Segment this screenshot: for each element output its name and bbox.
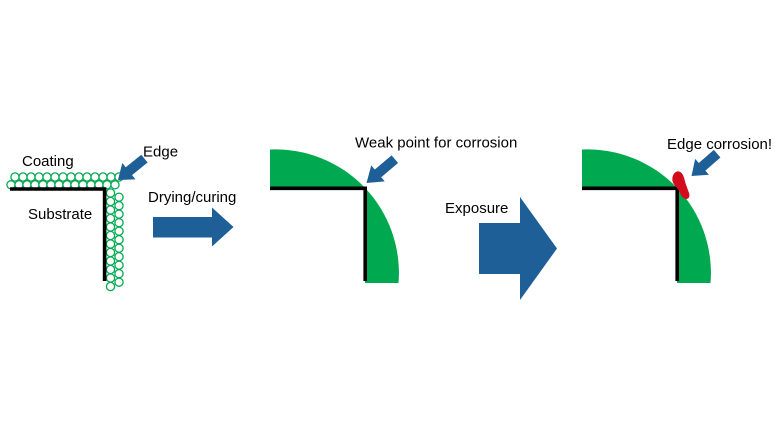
weak-point-label: Weak point for corrosion (355, 135, 517, 152)
edge-corrosion-label: Edge corrosion! (667, 136, 772, 153)
coating-particle (105, 196, 116, 207)
coating-particle (10, 172, 20, 182)
coating-particle (114, 226, 124, 236)
coating-particle (105, 213, 116, 224)
coating-particle (58, 172, 68, 182)
coating-particle (114, 243, 124, 253)
transition-drying-curing: Drying/curing (148, 189, 236, 247)
coating-particle (114, 217, 124, 228)
panel-edge-corrosion: Edge corrosion! (582, 136, 772, 283)
coating-particle (50, 172, 60, 182)
drying-curing-arrow-icon (153, 207, 234, 247)
coating-particle (114, 251, 124, 262)
coating-particle (105, 247, 116, 258)
edge-pointer-arrow-icon (118, 154, 148, 180)
coating-particle (42, 172, 52, 182)
coating-particle (114, 277, 124, 287)
coating-particle (34, 172, 44, 182)
coating-particle (105, 281, 116, 292)
coating-particle (105, 230, 116, 241)
substrate-corner-line (582, 186, 679, 281)
edge-label: Edge (143, 144, 178, 161)
drying-curing-label: Drying/curing (148, 189, 236, 206)
substrate-corner-line (10, 187, 107, 281)
coating-particle (18, 172, 28, 182)
transition-exposure: Exposure (445, 197, 557, 300)
coating-particle (114, 192, 124, 202)
exposure-arrow-icon (479, 197, 557, 300)
coating-particle (114, 260, 124, 270)
coating-particle (82, 172, 92, 182)
coating-particle (74, 172, 84, 182)
substrate-corner-line (270, 186, 367, 281)
coating-particle (110, 180, 120, 190)
corrosion-blob (672, 171, 690, 200)
exposure-label: Exposure (445, 200, 508, 217)
edge-corrosion-pointer-arrow-icon (691, 149, 721, 176)
exposed-coating-shape (582, 149, 711, 283)
coating-particle (98, 172, 108, 182)
panel-dried-coating: Weak point for corrosion (270, 135, 517, 283)
coating-particle (66, 172, 76, 182)
coating-particle (114, 234, 124, 245)
coating-particle (105, 264, 116, 275)
substrate-label: Substrate (28, 206, 92, 223)
coating-particle (105, 205, 116, 215)
coating-particle (105, 273, 116, 283)
coating-particle (105, 222, 116, 232)
coating-particle (114, 200, 124, 211)
coating-particle (106, 172, 116, 182)
panel-wet-coating: Coating Substrate Edge (6, 144, 178, 292)
coating-particle (114, 268, 124, 279)
coating-particle (90, 172, 100, 182)
coating-particles (6, 172, 124, 292)
coating-label: Coating (22, 153, 74, 170)
coating-particle (105, 256, 116, 266)
coating-particle (114, 209, 124, 219)
coating-particle (105, 239, 116, 249)
coating-particle (26, 172, 36, 182)
weak-point-pointer-arrow-icon (366, 155, 399, 183)
coating-particle (105, 188, 116, 198)
